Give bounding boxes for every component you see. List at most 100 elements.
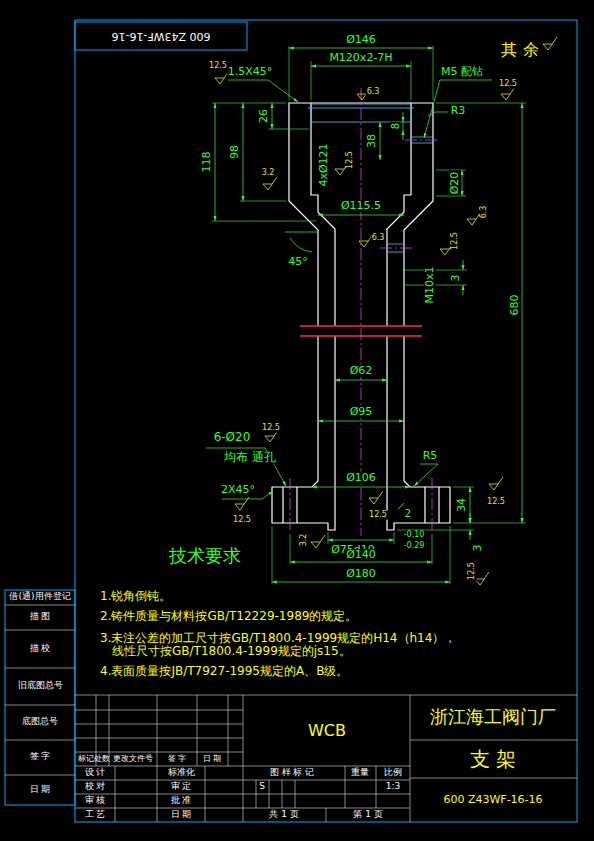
roughness-value: 12.5 <box>468 561 477 581</box>
roughness-value: 12.5 <box>346 150 355 170</box>
title-block-cell: 比例 <box>383 768 403 778</box>
drawing-stroke <box>403 112 404 122</box>
drawing-stroke <box>470 513 471 523</box>
dimension-text: 45° <box>287 256 309 268</box>
title-block-cell: 签 字 <box>167 755 188 764</box>
drawing-stroke <box>268 129 309 130</box>
dimension-text: R3 <box>450 105 467 117</box>
drawing-stroke <box>410 778 577 779</box>
drawing-stroke <box>403 130 404 140</box>
drawing-stroke <box>501 87 515 100</box>
dimension-text: Ø95 <box>349 406 374 418</box>
drawing-stroke <box>285 232 318 233</box>
dimension-text: 1.5X45° <box>227 66 274 78</box>
drawing-stroke <box>436 103 526 104</box>
drawing-stroke <box>272 103 273 129</box>
dimension-text: 8 <box>390 122 401 130</box>
drawing-stroke <box>157 695 158 822</box>
drawing-stroke <box>522 103 523 523</box>
title-block-cell: 图 样 标 记 <box>269 768 316 778</box>
drawing-number: 600 Z43WF-16-16 <box>442 794 543 806</box>
drawing-stroke <box>433 46 434 100</box>
drawing-stroke <box>263 177 277 190</box>
dimension-text: M5 配钻 <box>440 66 484 78</box>
drawing-stroke <box>243 695 244 822</box>
drawing-stroke <box>424 80 492 138</box>
drawing-stroke <box>335 380 387 381</box>
title-block-cell: 校 对 <box>84 782 107 792</box>
drawing-stroke <box>300 325 422 326</box>
drawing-stroke <box>212 221 316 222</box>
drawing-stroke <box>228 80 298 102</box>
roughness-value: 3.2 <box>300 533 309 548</box>
drawing-stroke <box>453 487 474 488</box>
drawing-stroke <box>470 530 471 540</box>
note-label: 其 余 <box>500 41 539 59</box>
title-block-cell: 审 核 <box>84 796 107 806</box>
dimension-text: 680 <box>509 294 521 317</box>
drawing-stroke <box>295 780 296 808</box>
company-name: 浙江海工阀门厂 <box>429 707 557 727</box>
drawing-stroke <box>387 103 450 530</box>
drawing-stroke <box>228 695 229 766</box>
roughness-value: 12.5 <box>498 80 518 89</box>
dimension-text: -0.10 <box>403 531 426 540</box>
dimension-text: 3 <box>472 544 484 553</box>
drawing-stroke <box>212 103 286 104</box>
drawing-stroke <box>361 88 362 536</box>
drawing-stroke <box>394 532 395 544</box>
drawing-stroke <box>75 808 410 809</box>
drawing-stroke <box>5 775 75 776</box>
note-title: 技术要求 <box>168 546 242 566</box>
drawing-stroke <box>206 80 492 540</box>
drawing-stroke <box>311 535 325 548</box>
drawing-stroke <box>424 487 425 523</box>
tech-note: 4.表面质量按JB/T7927-1995规定的A、B级。 <box>100 665 503 678</box>
roughness-value: 12.5 <box>486 498 506 507</box>
drawing-stroke <box>5 630 75 631</box>
drawing-stroke <box>290 534 291 564</box>
drawing-stroke <box>311 66 411 67</box>
drawing-stroke <box>115 766 116 822</box>
roughness-value: 3.2 <box>261 169 276 178</box>
title-block-cell: 日 期 <box>202 755 223 764</box>
tech-note: 3.未注公差的加工尺寸按GB/T1800.4-1999规定的H14（h14）， … <box>100 632 503 658</box>
drawing-stroke <box>436 196 466 197</box>
dimension-text: Ø146 <box>345 34 377 46</box>
drawing-stroke <box>438 487 439 523</box>
drawing-stroke <box>328 540 394 541</box>
drawing-stroke <box>272 103 335 530</box>
drawing-stroke <box>75 695 577 696</box>
dimension-text: 34 <box>456 497 468 513</box>
drawing-number: 600 Z43WF-16-16 <box>110 30 211 42</box>
dimension-text: Ø62 <box>349 365 374 377</box>
drawing-stroke <box>328 532 329 544</box>
drawing-stroke <box>410 740 577 741</box>
title-block-cell: 日 期 <box>29 785 52 795</box>
drawing-stroke <box>432 478 433 532</box>
drawing-stroke <box>5 668 75 669</box>
title-block-cell: 底图总号 <box>21 717 59 727</box>
roughness-value: 12.5 <box>368 511 388 520</box>
title-block-cell: 描 校 <box>29 644 52 654</box>
title-block-cell: 更改文件号 <box>112 755 154 764</box>
drawing-stroke <box>380 248 412 249</box>
drawing-stroke <box>215 48 522 582</box>
drawing-stroke <box>450 526 451 584</box>
dimension-text: Ø140 <box>345 549 377 561</box>
drawing-stroke <box>75 794 410 795</box>
drawing-stroke <box>75 738 243 739</box>
drawing-stroke <box>256 780 257 808</box>
drawing-stroke <box>428 112 448 116</box>
title-block-cell: 签 字 <box>29 752 52 762</box>
drawing-stroke <box>5 705 75 706</box>
drawing-stroke <box>463 285 464 295</box>
material-name: WCB <box>307 722 347 740</box>
dimension-text: 3 <box>450 274 462 283</box>
part-name: 支 架 <box>469 748 517 770</box>
title-block-cell: 批 准 <box>170 796 193 806</box>
dimension-text: Ø20 <box>449 171 461 196</box>
drawing-stroke <box>75 780 410 781</box>
title-block-cell: 工 艺 <box>84 810 107 820</box>
